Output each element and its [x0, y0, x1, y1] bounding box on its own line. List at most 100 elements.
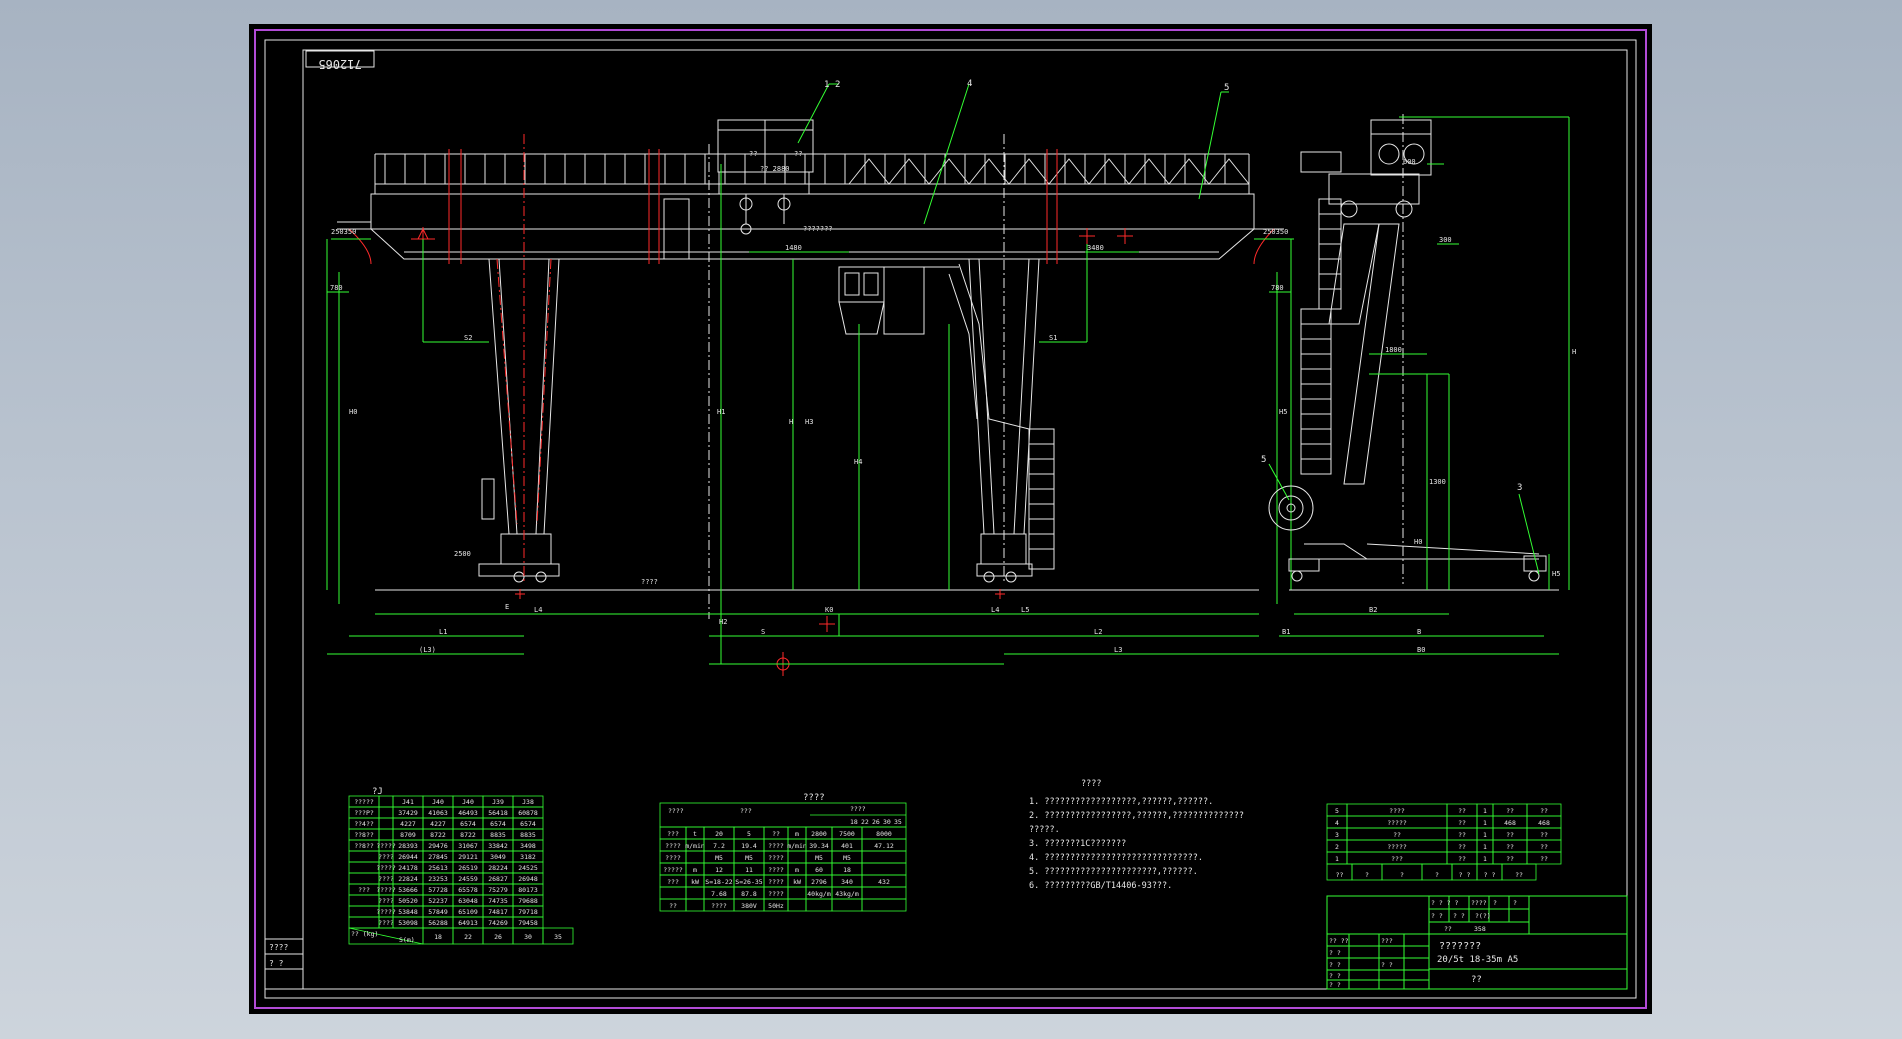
gantry-side-view — [1268, 114, 1559, 591]
spec-table-cell-border — [861, 862, 907, 876]
parts-list-cell-border — [1526, 851, 1562, 865]
cad-drawing: 712065 ???? ? ? — [254, 29, 1647, 1009]
side-view-dimension-lines — [1268, 116, 1570, 655]
drawing-model: 20/5t 18-35m A5 — [1437, 955, 1518, 965]
params-table-cell: J40 — [462, 798, 474, 806]
side-dim-1300: 1300 — [1429, 478, 1446, 486]
dim-s: S — [761, 628, 765, 636]
sign-label-2: ? ? — [1329, 949, 1341, 957]
sign-label-4: ? ? — [1329, 961, 1341, 969]
parts-list-cell: ?? — [1506, 807, 1514, 815]
title-block-frame — [1326, 895, 1628, 990]
params-table-cell: 24525 — [518, 864, 538, 872]
parts-list-cell: 468 — [1504, 819, 1516, 827]
spec-table-cell: M5 — [715, 854, 723, 862]
sign-label-1: ?? ?? — [1329, 937, 1349, 945]
params-table-cell: 79718 — [518, 908, 538, 916]
spec-table-cell-border — [861, 886, 907, 900]
parts-list-cell: 1 — [1335, 855, 1339, 863]
dim-h: H — [789, 418, 793, 426]
params-table-cell: 6574 — [490, 820, 506, 828]
spec-table-cell: 5 — [747, 830, 751, 838]
params-table-cell-border — [348, 894, 380, 907]
parts-list-cell: ??? — [1391, 855, 1403, 863]
params-footer-span: 22 — [464, 933, 472, 941]
params-table-cell: ???? — [378, 897, 394, 905]
scale-row2-label-2: ? ? — [1453, 912, 1465, 920]
dim-l1: L1 — [439, 628, 447, 636]
params-table-cell: ??? — [358, 886, 370, 894]
parts-list-cell: ?? — [1506, 843, 1514, 851]
params-table-cell-border — [348, 905, 380, 918]
params-table-cell: 29121 — [458, 853, 478, 861]
parts-list-cell: ???? — [1389, 807, 1405, 815]
spec-table-cell: M5 — [815, 854, 823, 862]
dim-l5: L5 — [1021, 606, 1029, 614]
left-block-label-1: ???? — [269, 943, 288, 952]
params-table-cell: 26944 — [398, 853, 418, 861]
scale-row-label-3: ? — [1493, 899, 1497, 907]
params-table-cell: ??4?? — [354, 820, 374, 828]
spec-table-cell: 8000 — [876, 830, 892, 838]
dim-h3: H3 — [805, 418, 813, 426]
parts-list-cell: ?? — [1506, 831, 1514, 839]
params-footer-diagonal — [348, 927, 424, 945]
params-table-cell: 27845 — [428, 853, 448, 861]
params-footer-span: 30 — [524, 933, 532, 941]
params-table-cell: 65578 — [458, 886, 478, 894]
drawing-name: ??????? — [1439, 941, 1481, 952]
params-footer-label-bottom: S(m) — [399, 936, 415, 944]
parts-list-cell: ?? — [1540, 855, 1548, 863]
params-table-cell: J39 — [492, 798, 504, 806]
params-table-cell: 53666 — [398, 886, 418, 894]
spec-table-cell-border — [805, 898, 833, 912]
params-table-cell: 23253 — [428, 875, 448, 883]
spec-table-cell-border — [787, 886, 807, 900]
params-table-cell: 28224 — [488, 864, 508, 872]
left-block-label-2: ? ? — [269, 959, 284, 968]
params-table-cell: ??8?? — [354, 831, 374, 839]
parts-list-cell: ?? — [1458, 855, 1466, 863]
params-table-cell: 8835 — [520, 831, 536, 839]
spec-table-cell: m — [693, 866, 697, 874]
params-table-cell: 26948 — [518, 875, 538, 883]
parts-list-cell: ????? — [1387, 843, 1407, 851]
gantry-front-view — [337, 119, 1284, 676]
sheet-label: ?? — [1444, 925, 1452, 933]
note-line-5: 4. ??????????????????????????????. — [1029, 853, 1203, 863]
parts-list-cell: 1 — [1483, 831, 1487, 839]
spec-table-cell: 19.4 — [741, 842, 757, 850]
spec-header-2: ??? — [740, 807, 752, 815]
parts-list-cell: 5 — [1335, 807, 1339, 815]
spec-table-cell: 12 — [715, 866, 723, 874]
sign-label-6: ? ? — [1329, 981, 1341, 989]
params-table-cell: 6574 — [460, 820, 476, 828]
parts-list-cell: ?? — [1458, 843, 1466, 851]
params-table-cell-border — [378, 795, 394, 808]
side-dim-300: 300 — [1439, 236, 1452, 244]
params-table-cell: 26827 — [488, 875, 508, 883]
params-footer-span: 18 — [434, 933, 442, 941]
spec-table-cell-border — [861, 850, 907, 864]
note-line-2: 2. ?????????????????,??????,????????????… — [1029, 811, 1244, 821]
spec-table-cell: ???? — [768, 866, 784, 874]
balloon-4: 4 — [967, 79, 972, 89]
dim-1480: 1480 — [785, 244, 802, 252]
params-table-cell: 4227 — [430, 820, 446, 828]
dim-e: E — [505, 603, 509, 611]
params-table-cell: 8722 — [430, 831, 446, 839]
dim-h1: H1 — [717, 408, 725, 416]
side-view-labels: 5 3 600 300 1800 H H0 1300 B2 B1 B B0 H5 — [1261, 158, 1576, 654]
params-table-cell-border — [378, 806, 394, 819]
params-table-cell: ??8?? — [354, 842, 374, 850]
spec-header-3: ???? — [850, 805, 866, 813]
params-table-cell: 52237 — [428, 897, 448, 905]
spec-subheader: 22 — [861, 818, 869, 826]
spec-table-cell: 7.2 — [713, 842, 725, 850]
technical-notes: ???? 1. ??????????????????,??????,??????… — [1029, 779, 1244, 891]
params-table-cell: 74817 — [488, 908, 508, 916]
dim-780-left: 780 — [330, 284, 343, 292]
spec-table-cell: m/min — [685, 842, 705, 850]
dim-780-right: 780 — [1271, 284, 1284, 292]
